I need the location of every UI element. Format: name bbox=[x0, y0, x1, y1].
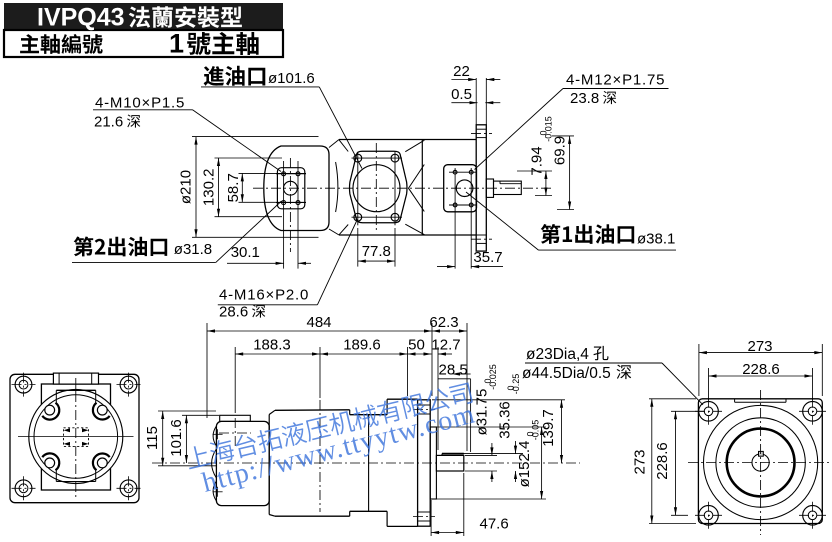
svg-text:ø210: ø210 bbox=[178, 170, 195, 204]
svg-text:189.6: 189.6 bbox=[343, 337, 381, 354]
svg-text:ø38.1: ø38.1 bbox=[637, 231, 675, 248]
svg-text:28.6: 28.6 bbox=[219, 304, 248, 321]
svg-text:-0.25: -0.25 bbox=[511, 374, 521, 395]
svg-text:228.6: 228.6 bbox=[654, 442, 671, 480]
svg-text:58.7: 58.7 bbox=[225, 173, 242, 202]
svg-text:101.6: 101.6 bbox=[168, 419, 185, 457]
svg-text:ø23Dia,4: ø23Dia,4 bbox=[526, 346, 589, 363]
svg-text:ø44.5Dia/0.5: ø44.5Dia/0.5 bbox=[522, 365, 611, 382]
svg-text:228.6: 228.6 bbox=[742, 361, 780, 378]
svg-text:-0.025: -0.025 bbox=[488, 364, 498, 390]
svg-text:IVPQ43: IVPQ43 bbox=[37, 4, 125, 32]
svg-text:12.7: 12.7 bbox=[431, 337, 460, 354]
svg-text:139.7: 139.7 bbox=[540, 409, 557, 447]
svg-text:0: 0 bbox=[526, 431, 536, 436]
svg-text:273: 273 bbox=[747, 338, 772, 355]
svg-text:0: 0 bbox=[483, 378, 493, 383]
svg-text:1: 1 bbox=[169, 29, 184, 59]
svg-text:0.5: 0.5 bbox=[451, 86, 472, 103]
svg-text:69.9: 69.9 bbox=[552, 136, 569, 165]
svg-text:23.8: 23.8 bbox=[570, 90, 599, 107]
svg-text:77.8: 77.8 bbox=[362, 243, 391, 260]
svg-text:62.3: 62.3 bbox=[429, 314, 458, 331]
svg-text:ø31.75: ø31.75 bbox=[474, 389, 491, 436]
svg-text:22: 22 bbox=[453, 63, 470, 80]
svg-text:47.6: 47.6 bbox=[480, 516, 509, 533]
svg-text:50: 50 bbox=[408, 337, 425, 354]
svg-text:4-M16×P2.0: 4-M16×P2.0 bbox=[219, 287, 309, 304]
svg-text:273: 273 bbox=[632, 449, 649, 474]
svg-text:7.94: 7.94 bbox=[529, 146, 546, 175]
svg-text:ø152.4: ø152.4 bbox=[516, 441, 533, 488]
svg-text:-0.015: -0.015 bbox=[544, 116, 554, 142]
svg-text:28.5: 28.5 bbox=[439, 362, 468, 379]
svg-text:35.7: 35.7 bbox=[473, 249, 502, 266]
svg-text:188.3: 188.3 bbox=[253, 337, 291, 354]
svg-text:4-M10×P1.5: 4-M10×P1.5 bbox=[95, 95, 185, 112]
svg-text:115: 115 bbox=[144, 426, 161, 450]
svg-text:0: 0 bbox=[539, 130, 549, 135]
svg-text:35.36: 35.36 bbox=[497, 401, 514, 439]
svg-text:-0.05: -0.05 bbox=[531, 420, 541, 441]
svg-text:0: 0 bbox=[506, 385, 516, 390]
svg-text:4-M12×P1.75: 4-M12×P1.75 bbox=[566, 72, 665, 89]
svg-text:ø31.8: ø31.8 bbox=[174, 241, 212, 258]
svg-text:130.2: 130.2 bbox=[201, 169, 218, 207]
svg-text:30.1: 30.1 bbox=[231, 244, 260, 261]
svg-text:ø101.6: ø101.6 bbox=[268, 70, 315, 87]
svg-text:21.6: 21.6 bbox=[94, 114, 123, 131]
svg-text:484: 484 bbox=[306, 314, 331, 331]
